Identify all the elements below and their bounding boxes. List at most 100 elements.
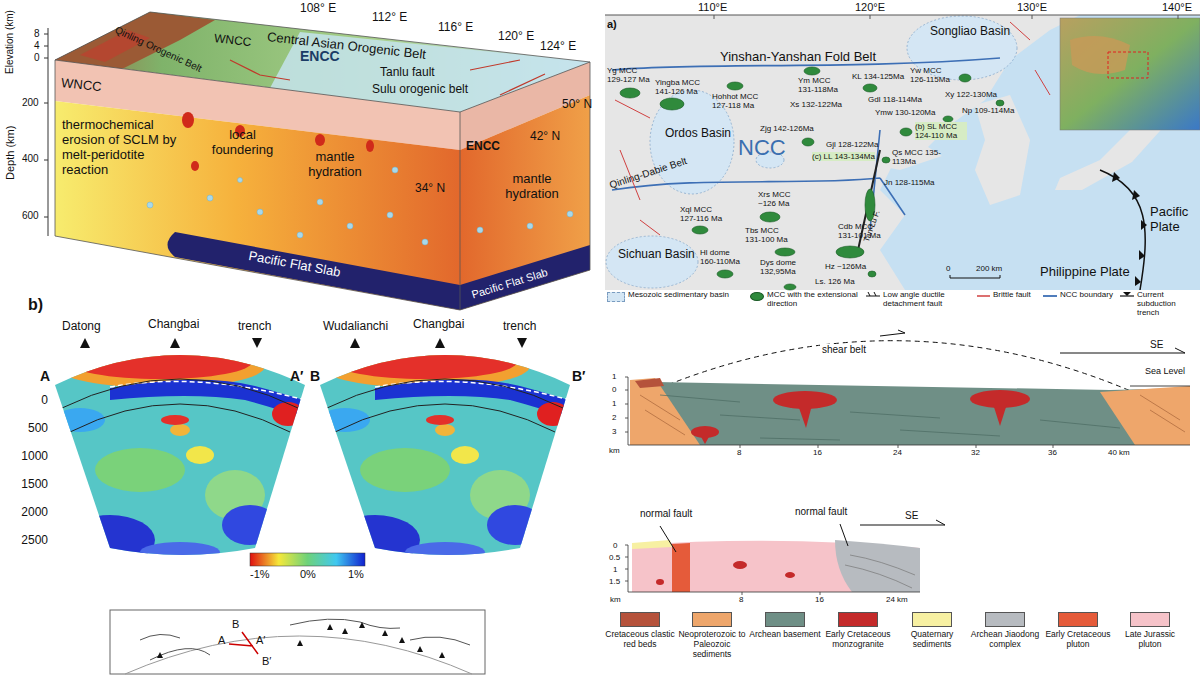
cross-section-2 — [625, 545, 920, 595]
map-panel — [1070, 36, 1130, 74]
tomography-panel — [342, 628, 348, 634]
mcc-label: Yw MCC 126-115Ma — [910, 66, 958, 84]
axis-tick: 24 km — [886, 595, 908, 604]
axis-tick: 1 — [612, 399, 616, 408]
axis-tick: 1 — [613, 565, 617, 574]
axis-tick: 8 — [737, 448, 741, 457]
block-diagram — [422, 239, 428, 245]
coordinate-label: 120°E — [855, 1, 885, 14]
block-diagram — [44, 12, 590, 310]
coordinate-label: 42° N — [530, 130, 560, 144]
block-diagram — [567, 211, 573, 217]
mcc-label: Np 109-114Ma — [962, 106, 1014, 115]
panel-letter: a) — [607, 18, 617, 31]
cross-section-1 — [625, 330, 1190, 448]
coordinate-label: 110°E — [698, 1, 727, 14]
profile-end: A′ — [290, 368, 303, 384]
legend-swatch — [765, 612, 805, 627]
station-name: Changbai — [148, 318, 199, 332]
legend-text: Early Cretaceous pluton — [1042, 630, 1114, 650]
mcc-label: Yingba MCC 141-126 Ma — [655, 78, 707, 96]
legend-text: Archean basement — [749, 630, 821, 640]
tomography-panel — [125, 636, 472, 674]
cross-section-1 — [625, 377, 1190, 448]
cross-section-1 — [993, 404, 1007, 426]
region-label: WNCC — [213, 32, 252, 50]
axis-tick: 0.5 — [609, 553, 620, 562]
legend-text: Quaternary sediments — [896, 630, 968, 650]
section-label: shear belt — [820, 344, 868, 356]
region-label: Tanlu fault — [380, 66, 435, 80]
section-label: normal fault — [795, 506, 847, 518]
legend-text: Brittle fault — [993, 290, 1031, 299]
map-panel — [804, 67, 820, 75]
colorbar-value: 0% — [300, 568, 316, 581]
station-name: Datong — [62, 320, 101, 334]
mcc-label: Dys dome 132,95Ma — [760, 258, 808, 276]
axis-title: km — [610, 595, 621, 604]
map-panel — [1135, 276, 1141, 286]
colorbar-value: -1% — [250, 568, 270, 581]
legend-swatch — [985, 612, 1025, 627]
map-panel — [996, 100, 1004, 106]
axis-tick: 16 — [813, 448, 822, 457]
legend-text: Neoproterozoic to Paleozoic sediments — [676, 630, 748, 659]
legend-swatch — [1058, 612, 1098, 627]
process-label: thermochemical erosion of SCLM by melt-p… — [62, 118, 187, 178]
legend-swatch — [838, 612, 878, 627]
process-label: local foundering — [200, 128, 285, 158]
axis-title: Elevation (km) — [4, 10, 16, 74]
map-panel — [784, 284, 796, 290]
axis-tick: 2000 — [14, 506, 48, 520]
axis-tick: 500 — [14, 422, 48, 436]
mcc-label: Hohhot MCC 127-118 Ma — [712, 92, 764, 110]
cross-section-1 — [880, 330, 905, 336]
cross-section-1 — [1100, 386, 1190, 445]
map-panel — [900, 128, 912, 136]
cross-section-2 — [835, 540, 920, 592]
block-diagram — [477, 227, 483, 233]
block-diagram — [392, 167, 398, 173]
region-label: Ordos Basin — [665, 127, 731, 141]
cross-section-1 — [798, 405, 812, 428]
axis-tick: 0 — [14, 394, 48, 408]
axis-tick: 1.5 — [609, 577, 620, 586]
legend-text: MCC with the extensional direction — [767, 290, 862, 308]
cross-section-2 — [785, 572, 795, 578]
axis-tick: 1 — [612, 372, 616, 381]
block-diagram — [315, 134, 325, 146]
map-panel — [615, 22, 1050, 235]
axis-tick: 2500 — [14, 534, 48, 548]
cross-section-2 — [733, 561, 747, 569]
legend-text: Early Cretaceous monzogranite — [822, 630, 894, 650]
axis-tick: 3 — [612, 427, 616, 436]
axis-tick: 0 — [612, 385, 616, 394]
region-label: Sichuan Basin — [618, 248, 695, 262]
map-panel — [1060, 18, 1200, 130]
legend-text: Mesozoic sedimentary basin — [628, 290, 729, 299]
cross-section-1 — [640, 395, 1185, 435]
region-label: Yinshan-Yanshan Fold Belt — [720, 50, 876, 65]
process-label: mantle hydration — [492, 172, 572, 202]
map-panel — [717, 270, 733, 278]
profile-end: B — [232, 618, 239, 631]
mcc-label: Xql MCC 127-116 Ma — [680, 205, 728, 223]
tomography-panel — [350, 338, 360, 348]
block-diagram — [317, 199, 323, 205]
block-diagram — [387, 212, 393, 218]
legend-samples — [977, 295, 990, 297]
region-label: NCC — [738, 135, 786, 160]
block-diagram — [168, 232, 461, 310]
legend-swatch — [692, 612, 732, 627]
coordinate-label: 120° E — [498, 30, 534, 44]
coordinate-label: 34° N — [415, 182, 445, 196]
cross-section-2 — [632, 540, 672, 549]
tomography-panel — [40, 330, 320, 570]
tomography-panel — [417, 646, 423, 652]
station-name: trench — [503, 320, 536, 334]
tomography-panel — [359, 622, 365, 628]
tomography-panel — [170, 338, 180, 348]
profile-end: B′ — [262, 655, 271, 668]
legend-samples — [866, 292, 880, 296]
axis-tick: 8 — [34, 28, 40, 40]
